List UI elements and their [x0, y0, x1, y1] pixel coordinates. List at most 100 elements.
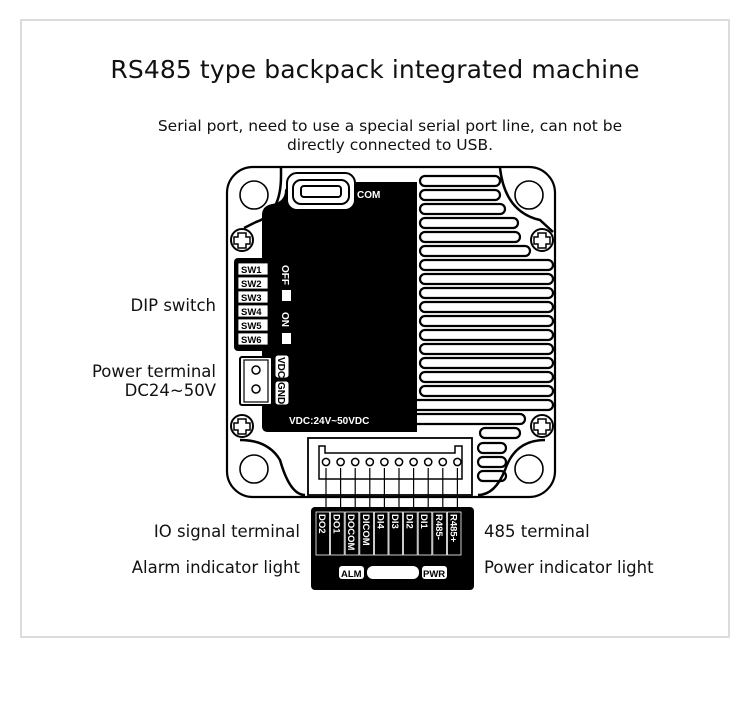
dip-on-label: ON: [279, 312, 290, 327]
io-pin-di1: [423, 457, 433, 467]
heatsink-fin: [418, 370, 555, 384]
screw-bottom-right: [530, 414, 554, 438]
dip-on-symbol: [282, 333, 291, 344]
heatsink-fin: [418, 216, 520, 230]
io-pin-label-group: R485-: [433, 514, 444, 540]
io-pin-label: DO1: [331, 514, 342, 534]
alm-label: ALM: [341, 569, 362, 580]
heatsink-fin: [418, 202, 507, 216]
mounting-hole-bottom-right: [514, 454, 544, 484]
io-pin-label-group: DICOM: [360, 514, 371, 546]
heatsink-fin: [418, 342, 555, 356]
gnd-pin-label: GND: [275, 382, 286, 404]
io-pin-label-cell: [388, 511, 404, 556]
io-pin-di2: [409, 457, 418, 467]
heatsink-fin: [418, 230, 522, 244]
dip-switch-2[interactable]: [237, 276, 269, 290]
callout-dip-switch: DIP switch: [130, 296, 216, 315]
io-pin-label-cell: [373, 511, 389, 556]
heatsink-fin: [418, 314, 555, 328]
io-pin-label-cell: [417, 511, 433, 556]
dip-switch-label: SW3: [241, 293, 262, 304]
voltage-rating-label: VDC:24V~50VDC: [289, 416, 369, 427]
io-pin-label: DICOM: [360, 514, 371, 546]
io-pin-label: DOCOM: [345, 514, 356, 551]
screw-top-right: [530, 228, 554, 252]
heatsink-fin: [476, 469, 508, 483]
io-pin-label-cell: [315, 511, 331, 556]
heatsink-fin: [418, 286, 555, 300]
io-pin-do1: [336, 457, 345, 467]
mounting-hole-top-left: [239, 180, 269, 210]
pwr-label-box: [422, 566, 447, 579]
dip-switch-label: SW5: [241, 321, 262, 332]
callout-alarm-indicator: Alarm indicator light: [131, 558, 300, 577]
io-pin-label-cell: [330, 511, 345, 556]
dip-switch-label: SW6: [241, 335, 262, 346]
heatsink-fin: [418, 188, 502, 202]
indicator-light-window: [367, 566, 419, 579]
com-label: COM: [357, 190, 380, 201]
io-connector-pins: [321, 457, 462, 510]
callout-power-terminal-title: Power terminal: [91, 362, 216, 381]
corner-relief-bottom-right: [477, 438, 546, 497]
screw-bottom-left: [230, 414, 254, 438]
dip-switch-5[interactable]: [237, 318, 269, 332]
mounting-hole-top-right: [514, 180, 544, 210]
heatsink-fin: [476, 441, 508, 455]
callout-485-terminal: 485 terminal: [484, 522, 590, 541]
heatsink-fin: [418, 300, 555, 314]
io-pin-label-group: DI1: [418, 514, 429, 530]
dip-off-indicator: OFF: [279, 265, 290, 285]
heatsink-fin: [418, 244, 532, 258]
io-pin-label: DI1: [418, 514, 429, 530]
io-pin-label: DO2: [316, 514, 327, 534]
io-pin-label: DI4: [374, 514, 385, 530]
dip-off-label: OFF: [279, 265, 290, 285]
heatsink-fin: [418, 384, 555, 398]
io-pin-label: DI2: [404, 514, 415, 529]
io-pin-label-group: DO1: [331, 514, 342, 534]
mounting-hole-bottom-left: [239, 454, 269, 484]
heatsink-fin: [478, 426, 522, 440]
io-pin-label-cell: [344, 511, 360, 556]
io-pin-label-group: DOCOM: [345, 514, 356, 551]
callout-power-terminal-voltage: DC24~50V: [124, 381, 216, 400]
heatsink-fin: [418, 272, 555, 286]
io-pin-label: DI3: [389, 514, 400, 529]
dip-switch-label: SW2: [241, 279, 262, 290]
dip-switch-3[interactable]: [237, 290, 269, 304]
power-pin-gnd: [251, 384, 261, 394]
io-pin-di3: [394, 457, 404, 467]
io-pin-docom: [350, 457, 360, 467]
io-pin-label: R485-: [433, 514, 444, 540]
corner-relief-bottom-left: [239, 438, 306, 497]
callout-io-signal-terminal: IO signal terminal: [153, 522, 300, 541]
pwr-label: PWR: [423, 569, 445, 580]
io-pin-label: R485+: [447, 514, 458, 543]
alm-label-box: [339, 566, 364, 579]
vdc-pin-label-box: VDC: [274, 354, 290, 379]
main-black-panel: [262, 182, 417, 432]
io-pin-label-cell: [446, 511, 462, 556]
gnd-pin-label-box: GND: [274, 380, 290, 406]
power-pin-vdc: [251, 365, 261, 375]
io-pin-label-cell: [359, 511, 374, 556]
io-pin-label-group: DI2: [404, 514, 415, 529]
io-pin-dicom: [365, 457, 375, 467]
corner-relief-top-right: [498, 167, 554, 233]
vdc-pin-label: VDC: [275, 357, 286, 378]
dip-switch-6[interactable]: [237, 332, 269, 346]
dip-on-indicator: ON: [279, 312, 290, 327]
heatsink-fin: [418, 174, 502, 188]
io-pin-label-group: DO2: [316, 514, 327, 534]
dip-switch-label: SW4: [241, 307, 262, 318]
dip-switch-1[interactable]: [237, 262, 269, 276]
screw-top-left: [230, 228, 254, 252]
dip-switch-4[interactable]: [237, 304, 269, 318]
io-pin-r485: [438, 457, 448, 467]
heatsink-fins: [393, 174, 555, 483]
